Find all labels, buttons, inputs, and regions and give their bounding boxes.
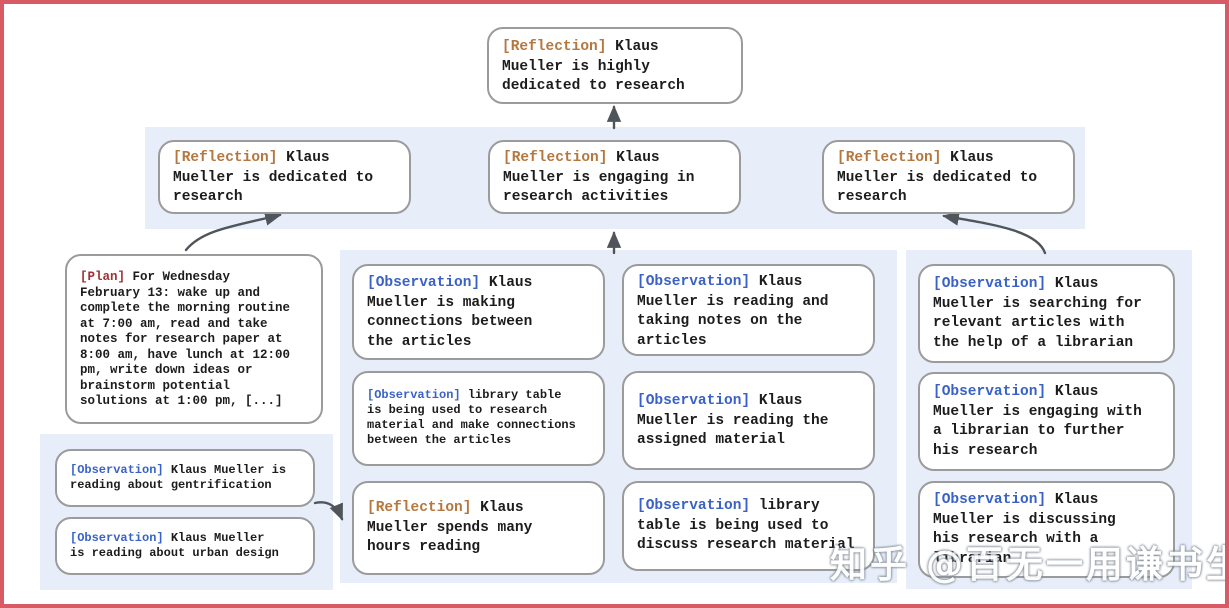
observation-tag: [Observation] xyxy=(70,531,164,545)
observation-tag: [Observation] xyxy=(637,498,751,514)
node-obs-gentrification: [Observation] Klaus Mueller is reading a… xyxy=(55,449,315,507)
reflection-tag: [Reflection] xyxy=(367,500,472,516)
node-text: Klaus Mueller is dedicated to research xyxy=(837,150,1038,205)
observation-tag: [Observation] xyxy=(367,388,461,402)
node-obs-library-table-research: [Observation] library table is being use… xyxy=(352,371,605,466)
node-text: Klaus Mueller is reading the assigned ma… xyxy=(637,393,829,448)
observation-tag: [Observation] xyxy=(70,463,164,477)
node-reflection-left: [Reflection] Klaus Mueller is dedicated … xyxy=(158,140,411,214)
node-root-reflection: [Reflection] Klaus Mueller is highly ded… xyxy=(487,27,743,104)
observation-tag: [Observation] xyxy=(933,276,1047,292)
node-text: Klaus Mueller is searching for relevant … xyxy=(933,276,1142,351)
node-text: Klaus Mueller is reading and taking note… xyxy=(637,274,829,349)
node-text: Klaus Mueller is engaging with a librari… xyxy=(933,384,1142,459)
node-text: Klaus Mueller is making connections betw… xyxy=(367,275,533,350)
node-text: library table is being used to research … xyxy=(367,388,576,447)
plan-tag: [Plan] xyxy=(80,270,126,284)
node-obs-engaging-librarian: [Observation] Klaus Mueller is engaging … xyxy=(918,372,1175,471)
node-plan: [Plan] For Wednesday February 13: wake u… xyxy=(65,254,323,424)
node-text: For Wednesday February 13: wake up and c… xyxy=(80,270,291,408)
reflection-tag: [Reflection] xyxy=(173,150,278,166)
node-text: Klaus Mueller is engaging in research ac… xyxy=(503,150,695,205)
reflection-tag: [Reflection] xyxy=(503,150,608,166)
reflection-tag: [Reflection] xyxy=(837,150,942,166)
node-text: Klaus Mueller is reading about gentrific… xyxy=(70,463,287,492)
node-text: Klaus Mueller is highly dedicated to res… xyxy=(502,39,685,94)
node-obs-discussing-research: [Observation] Klaus Mueller is discussin… xyxy=(918,481,1175,578)
node-text: Klaus Mueller is reading about urban des… xyxy=(70,531,279,560)
observation-tag: [Observation] xyxy=(637,393,751,409)
node-obs-assigned-material: [Observation] Klaus Mueller is reading t… xyxy=(622,371,875,470)
node-reflection-hours-reading: [Reflection] Klaus Mueller spends many h… xyxy=(352,481,605,575)
node-obs-library-table-discuss: [Observation] library table is being use… xyxy=(622,481,875,571)
observation-tag: [Observation] xyxy=(367,275,481,291)
node-obs-urban-design: [Observation] Klaus Mueller is reading a… xyxy=(55,517,315,575)
node-reflection-center: [Reflection] Klaus Mueller is engaging i… xyxy=(488,140,741,214)
observation-tag: [Observation] xyxy=(933,492,1047,508)
node-reflection-right: [Reflection] Klaus Mueller is dedicated … xyxy=(822,140,1075,214)
node-obs-searching-articles: [Observation] Klaus Mueller is searching… xyxy=(918,264,1175,363)
node-text: library table is being used to discuss r… xyxy=(637,498,855,553)
node-obs-making-connections: [Observation] Klaus Mueller is making co… xyxy=(352,264,605,360)
node-text: Klaus Mueller is dedicated to research xyxy=(173,150,374,205)
node-obs-taking-notes: [Observation] Klaus Mueller is reading a… xyxy=(622,264,875,356)
observation-tag: [Observation] xyxy=(637,274,751,290)
node-text: Klaus Mueller is discussing his research… xyxy=(933,492,1116,567)
node-text: Klaus Mueller spends many hours reading xyxy=(367,500,533,555)
watermark-zhihu: 知乎 @百无一用谦书生 xyxy=(830,543,1229,586)
reflection-tag: [Reflection] xyxy=(502,39,607,55)
observation-tag: [Observation] xyxy=(933,384,1047,400)
